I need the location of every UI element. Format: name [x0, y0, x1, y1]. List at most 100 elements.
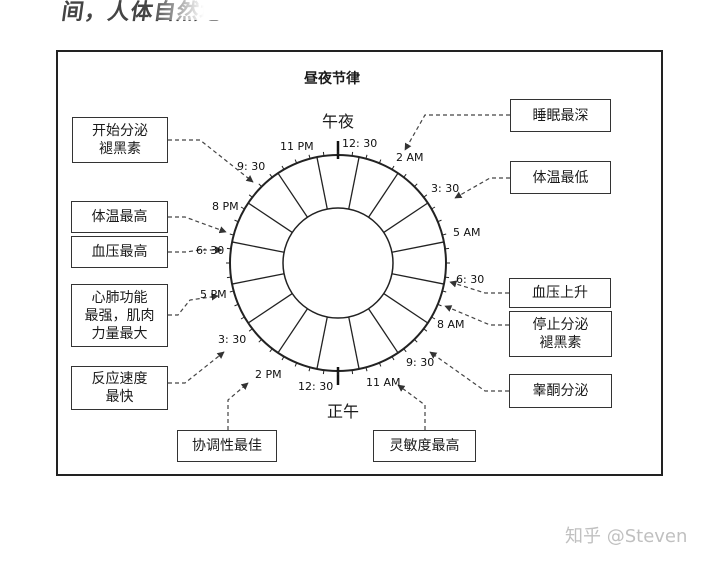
arrow-deepest-sleep: [404, 114, 510, 151]
tick: [322, 370, 325, 375]
diagram-title: 昼夜节律: [304, 71, 360, 87]
tick: [258, 339, 262, 343]
box-melatonin-start: 开始分泌 褪黑素: [72, 117, 168, 163]
tick: [365, 154, 368, 159]
spoke: [277, 308, 308, 354]
arrow-bp-rise: [449, 280, 509, 294]
tick: [240, 316, 245, 320]
box-peak-cardio: 心肺功能 最强，肌肉 力量最大: [71, 284, 168, 347]
outer-ring: [229, 154, 447, 372]
time-label-t_2pm: 2 PM: [255, 368, 282, 381]
time-label-t_630a: 6: 30: [456, 273, 484, 286]
box-highest-temp: 体温最高: [71, 201, 168, 233]
tick: [365, 367, 368, 372]
spoke: [348, 316, 360, 370]
tick: [229, 290, 234, 293]
box-testosterone: 睾酮分泌: [509, 374, 612, 408]
tick: [403, 348, 407, 353]
arrow-fastest-reaction: [168, 351, 225, 384]
spoke: [316, 316, 328, 370]
tick: [226, 247, 231, 250]
tick: [431, 316, 436, 320]
tick: [281, 356, 285, 361]
tick: [414, 183, 418, 187]
tick: [229, 233, 234, 236]
tick: [442, 233, 447, 236]
tick: [258, 183, 262, 187]
tick: [269, 173, 273, 178]
time-label-t_630p: 6: 30: [196, 244, 224, 257]
time-label-t_8am: 8 AM: [437, 318, 465, 331]
time-label-t_2am: 2 AM: [396, 151, 424, 164]
time-label-t_11am: 11 AM: [366, 376, 401, 389]
tick: [226, 276, 231, 279]
time-labels: 12: 30 11 PM 9: 30 8 PM 6: 30 5 PM 3: 30 2 PM 12…: [196, 137, 484, 393]
spokes: [231, 141, 445, 385]
tick: [423, 194, 428, 198]
time-label-t_5pm: 5 PM: [200, 288, 227, 301]
time-label-t_11pm: 11 PM: [280, 140, 314, 153]
tick: [234, 219, 239, 223]
spoke: [348, 156, 360, 210]
spoke: [391, 241, 445, 253]
tick: [248, 328, 253, 332]
tick: [281, 165, 285, 170]
noon-label: 正午: [327, 402, 360, 421]
tick: [403, 173, 407, 178]
box-melatonin-stop: 停止分泌 褪黑素: [509, 311, 612, 357]
inner-ring: [282, 207, 394, 319]
box-fastest-reaction: 反应速度 最快: [71, 366, 168, 410]
spoke: [316, 156, 328, 210]
spoke: [383, 293, 429, 324]
tick: [322, 151, 325, 156]
spoke: [277, 172, 308, 218]
tick: [445, 276, 450, 279]
arrow-highest-bp: [168, 246, 223, 254]
arrow-lowest-temp: [454, 177, 510, 199]
box-highest-alertness: 灵敏度最高: [373, 430, 476, 462]
spoke: [368, 172, 399, 218]
tick: [391, 165, 395, 170]
tick: [437, 303, 442, 307]
box-highest-bp: 血压最高: [71, 236, 168, 268]
box-deepest-sleep: 睡眠最深: [510, 99, 611, 132]
time-label-t_330p: 3: 30: [218, 333, 246, 346]
tick: [437, 219, 442, 223]
tick: [240, 206, 245, 210]
tick: [234, 303, 239, 307]
midnight-label: 午夜: [322, 112, 355, 131]
tick: [294, 159, 298, 164]
spoke: [247, 293, 293, 324]
time-label-t_930a: 9: 30: [406, 356, 434, 369]
time-label-t_8pm: 8 PM: [212, 200, 239, 213]
tick: [378, 159, 382, 164]
arrow-highest-alertness: [397, 384, 426, 430]
tick: [391, 356, 395, 361]
arrow-melatonin-stop: [444, 305, 509, 326]
arrow-best-coordination: [227, 382, 249, 430]
tick: [308, 154, 311, 159]
time-label-t_930p: 9: 30: [237, 160, 265, 173]
spoke: [231, 273, 285, 285]
tick: [308, 367, 311, 372]
tick: [351, 151, 354, 156]
spoke: [383, 202, 429, 233]
spoke: [247, 202, 293, 233]
spoke: [231, 241, 285, 253]
time-label-t_1230p: 12: 30: [298, 380, 333, 393]
arrow-peak-cardio: [168, 293, 219, 316]
event-arrows: [168, 114, 510, 430]
tick: [423, 328, 428, 332]
header-fade: [150, 0, 240, 20]
watermark: 知乎 @Steven: [565, 526, 688, 547]
outer-ticks: [226, 151, 450, 375]
box-lowest-temp: 体温最低: [510, 161, 611, 194]
time-label-t_330a: 3: 30: [431, 182, 459, 195]
spoke: [368, 308, 399, 354]
tick: [414, 339, 418, 343]
arrow-testosterone: [429, 351, 509, 392]
time-label-t_1230a: 12: 30: [342, 137, 377, 150]
box-best-coordination: 协调性最佳: [177, 430, 277, 462]
arrow-melatonin-start: [168, 139, 254, 183]
